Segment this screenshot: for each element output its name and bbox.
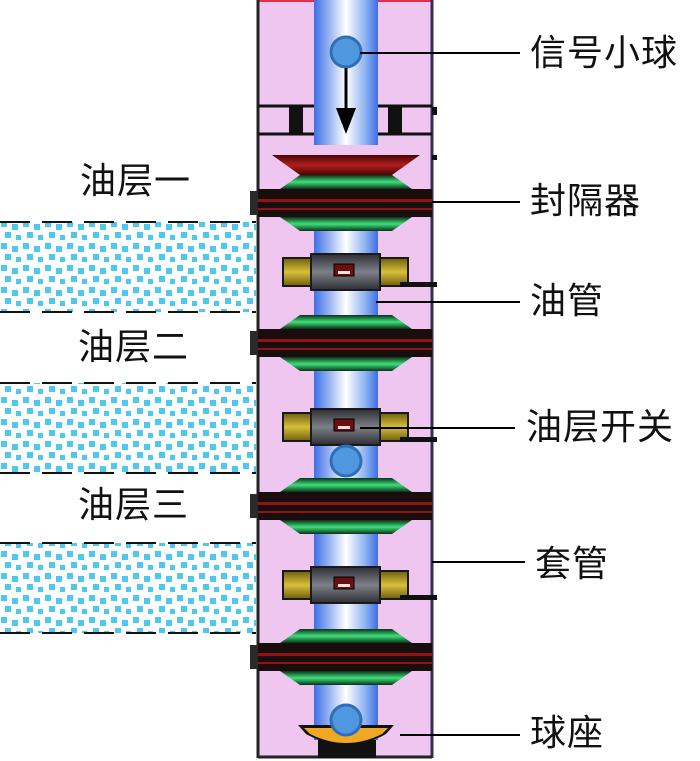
- ball-seat: [298, 703, 394, 758]
- callout-casing: 套管: [535, 544, 610, 585]
- layer-label-3: 油层三: [78, 485, 190, 526]
- packer-3: [250, 478, 432, 534]
- formation-layer-1: [0, 221, 256, 313]
- packer-2: [250, 315, 432, 371]
- callout-packer: 封隔器: [530, 181, 642, 222]
- formation-layer-3: [0, 542, 256, 634]
- seated-ball: [329, 703, 363, 737]
- leader-lines: [360, 52, 525, 736]
- callout-signal-ball: 信号小球: [530, 33, 679, 74]
- layer-label-2: 油层二: [78, 327, 190, 368]
- layer-switch-3: [282, 566, 437, 604]
- layer-label-1: 油层一: [80, 161, 192, 202]
- cup: [272, 155, 420, 175]
- dropped-ball: [329, 444, 363, 478]
- signal-ball: [329, 35, 363, 69]
- down-arrow-icon: [336, 68, 356, 134]
- layer-switch-1: [282, 253, 437, 291]
- callout-tubing: 油管: [530, 281, 605, 322]
- callout-ball-seat: 球座: [530, 713, 605, 754]
- layer-switch-2: [282, 408, 437, 446]
- packer-1: [250, 175, 432, 231]
- callout-layer-switch: 油层开关: [526, 407, 675, 448]
- formation-layer-2: [0, 382, 256, 474]
- packer-4: [250, 629, 432, 685]
